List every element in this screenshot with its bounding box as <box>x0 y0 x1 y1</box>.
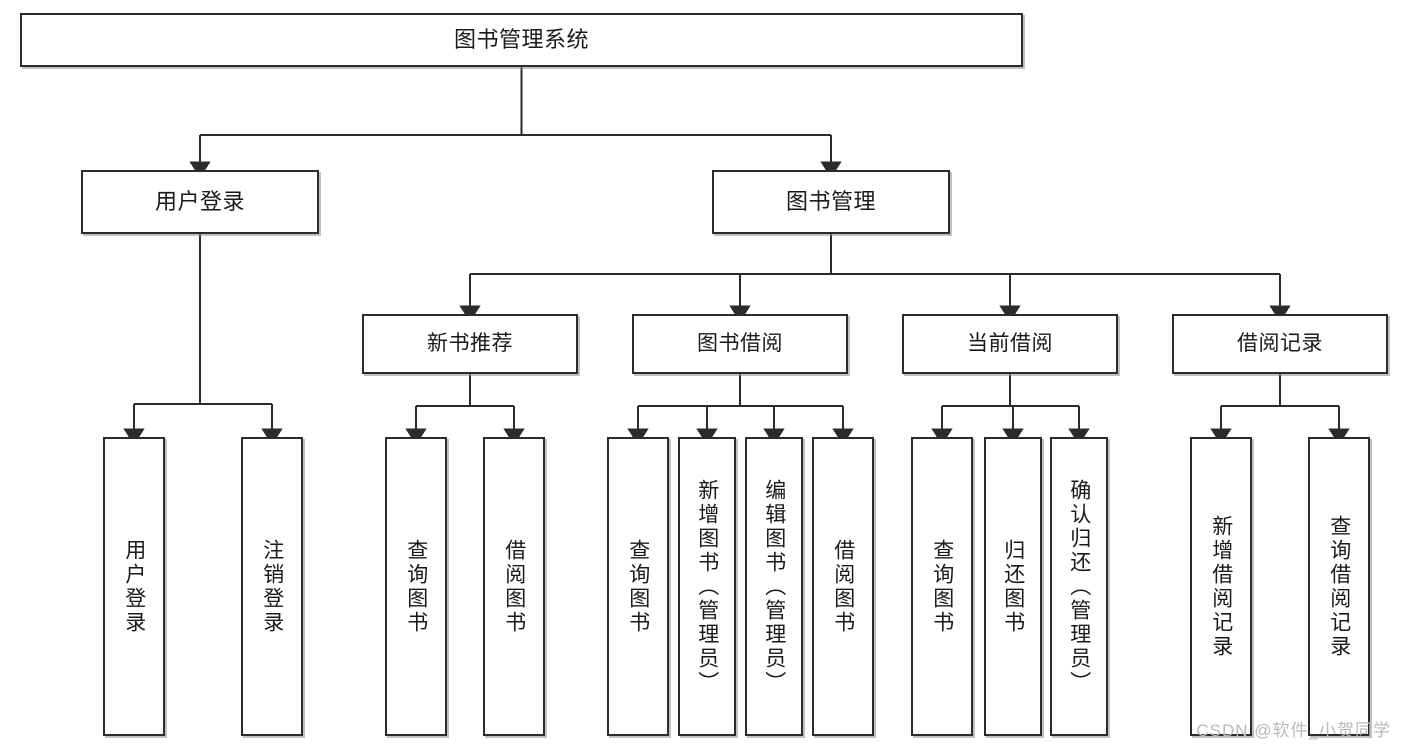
node-label: 新增借阅记录 <box>1209 514 1233 659</box>
node-leaf_rec_1[interactable]: 查询借阅记录 <box>1308 437 1370 736</box>
node-leaf_cur_2[interactable]: 确认归还（管理员） <box>1050 437 1108 736</box>
node-label: 注销登录 <box>260 538 284 635</box>
node-l2_3[interactable]: 借阅记录 <box>1172 314 1388 374</box>
edge-group <box>123 67 1350 446</box>
node-label: 用户登录 <box>154 188 245 214</box>
node-leaf_new_0[interactable]: 查询图书 <box>385 437 447 736</box>
node-l2_1[interactable]: 图书借阅 <box>632 314 848 374</box>
node-label: 借阅图书 <box>831 538 855 635</box>
node-leaf_login_0[interactable]: 用户登录 <box>103 437 165 736</box>
node-label: 图书管理系统 <box>453 26 589 52</box>
node-label: 新增图书（管理员） <box>695 478 719 695</box>
node-label: 查询图书 <box>404 538 428 635</box>
node-label: 用户登录 <box>122 538 146 635</box>
node-label: 借阅图书 <box>502 538 526 635</box>
node-l1_1[interactable]: 图书管理 <box>712 170 950 234</box>
node-label: 归还图书 <box>1001 538 1025 635</box>
node-label: 图书管理 <box>785 188 876 214</box>
node-label: 确认归还（管理员） <box>1067 478 1091 695</box>
node-root[interactable]: 图书管理系统 <box>20 13 1023 67</box>
node-leaf_borrow_3[interactable]: 借阅图书 <box>812 437 874 736</box>
node-leaf_borrow_0[interactable]: 查询图书 <box>607 437 669 736</box>
node-label: 图书借阅 <box>697 332 783 356</box>
node-l1_0[interactable]: 用户登录 <box>81 170 319 234</box>
node-l2_0[interactable]: 新书推荐 <box>362 314 578 374</box>
node-leaf_cur_0[interactable]: 查询图书 <box>911 437 973 736</box>
node-label: 查询借阅记录 <box>1327 514 1351 659</box>
node-leaf_borrow_1[interactable]: 新增图书（管理员） <box>678 437 736 736</box>
node-leaf_login_1[interactable]: 注销登录 <box>241 437 303 736</box>
node-label: 当前借阅 <box>967 332 1053 356</box>
node-leaf_borrow_2[interactable]: 编辑图书（管理员） <box>745 437 803 736</box>
node-leaf_new_1[interactable]: 借阅图书 <box>483 437 545 736</box>
node-label: 新书推荐 <box>427 332 513 356</box>
watermark-text: CSDN @软件_小贺同学 <box>1196 721 1391 740</box>
node-label: 编辑图书（管理员） <box>762 478 786 695</box>
node-leaf_rec_0[interactable]: 新增借阅记录 <box>1190 437 1252 736</box>
node-leaf_cur_1[interactable]: 归还图书 <box>984 437 1042 736</box>
node-label: 查询图书 <box>626 538 650 635</box>
node-label: 查询图书 <box>930 538 954 635</box>
node-label: 借阅记录 <box>1237 332 1323 356</box>
node-l2_2[interactable]: 当前借阅 <box>902 314 1118 374</box>
